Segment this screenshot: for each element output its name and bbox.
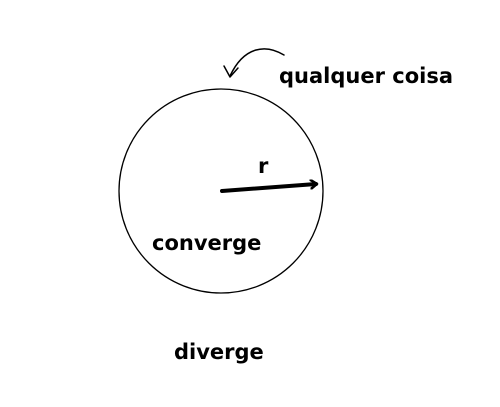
converge-label: converge: [152, 231, 261, 255]
annotation-label: qualquer coisa: [279, 64, 453, 88]
radius-label: r: [258, 154, 269, 178]
convergence-circle: [118, 88, 324, 294]
annotation-arrow: [223, 48, 285, 78]
radius-arrow: [220, 184, 316, 193]
diverge-label: diverge: [174, 340, 264, 364]
